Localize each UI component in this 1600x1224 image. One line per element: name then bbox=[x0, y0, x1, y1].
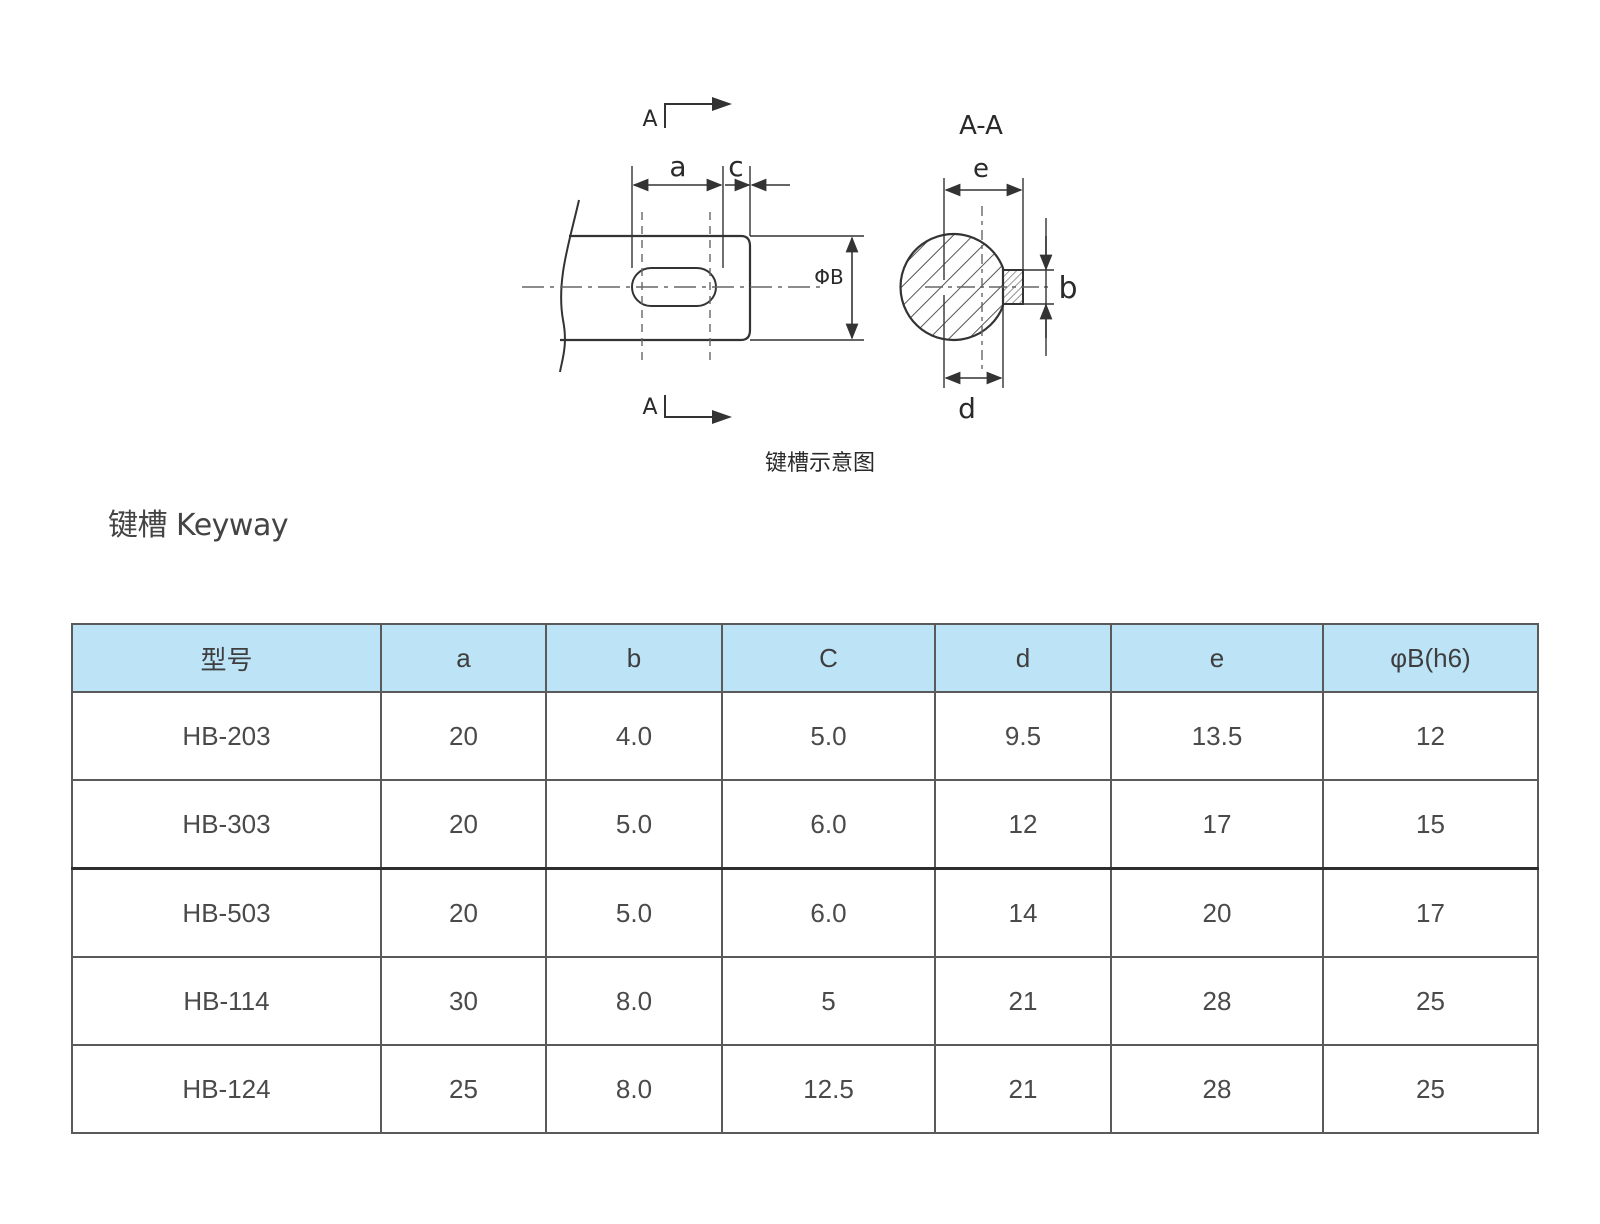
table-cell: 25 bbox=[380, 1044, 547, 1134]
table-cell: 20 bbox=[380, 779, 547, 870]
dim-label-a: a bbox=[669, 150, 686, 183]
table-cell: 5.0 bbox=[545, 779, 723, 870]
dim-label-e: e bbox=[973, 154, 989, 184]
table-cell: 5.0 bbox=[721, 691, 936, 781]
table-cell: 28 bbox=[1110, 956, 1324, 1046]
table-cell: 5 bbox=[721, 956, 936, 1046]
section-view: A-A bbox=[899, 111, 1050, 372]
dim-label-b: b bbox=[1058, 271, 1077, 306]
table-cell: 20 bbox=[380, 867, 547, 958]
table-cell: 25 bbox=[1322, 1044, 1539, 1134]
section-title: 键槽 Keyway bbox=[108, 508, 289, 543]
keyway-spec-table: 型号 a b C d e φB(h6) HB-203 20 4.0 5.0 9.… bbox=[71, 623, 1539, 1134]
table-row: HB-303 20 5.0 6.0 12 17 15 bbox=[71, 779, 1539, 870]
section-arrow-top: A bbox=[642, 97, 732, 132]
section-arrow-top-label: A bbox=[642, 107, 657, 132]
keyway-diagram: a c ΦB A A A-A e bbox=[522, 97, 1078, 476]
table-cell: 28 bbox=[1110, 1044, 1324, 1134]
table-row: HB-203 20 4.0 5.0 9.5 13.5 12 bbox=[71, 691, 1539, 781]
header-d: d bbox=[934, 623, 1112, 693]
table-cell: 5.0 bbox=[545, 867, 723, 958]
table-cell: 30 bbox=[380, 956, 547, 1046]
table-cell: 4.0 bbox=[545, 691, 723, 781]
dimension-phiB: ΦB bbox=[750, 235, 864, 341]
table-cell: 25 bbox=[1322, 956, 1539, 1046]
header-b: b bbox=[545, 623, 723, 693]
table-cell: 17 bbox=[1322, 867, 1539, 958]
dim-label-phiB: ΦB bbox=[814, 265, 843, 289]
header-phiB: φB(h6) bbox=[1322, 623, 1539, 693]
dimension-d: d bbox=[943, 295, 1004, 425]
table-cell: 14 bbox=[934, 867, 1112, 958]
table-cell: 12.5 bbox=[721, 1044, 936, 1134]
table-row: HB-124 25 8.0 12.5 21 28 25 bbox=[71, 1044, 1539, 1134]
table-cell: 13.5 bbox=[1110, 691, 1324, 781]
table-cell: 21 bbox=[934, 956, 1112, 1046]
table-cell: HB-203 bbox=[71, 691, 382, 781]
dim-label-c: c bbox=[728, 150, 743, 183]
table-cell: 20 bbox=[380, 691, 547, 781]
header-a: a bbox=[380, 623, 547, 693]
header-c: C bbox=[721, 623, 936, 693]
header-model: 型号 bbox=[71, 623, 382, 693]
table-header-row: 型号 a b C d e φB(h6) bbox=[71, 623, 1539, 693]
table-cell: HB-503 bbox=[71, 867, 382, 958]
table-cell: 21 bbox=[934, 1044, 1112, 1134]
table-cell: 6.0 bbox=[721, 867, 936, 958]
dim-label-d: d bbox=[958, 392, 976, 425]
table-cell: 17 bbox=[1110, 779, 1324, 870]
table-cell: 6.0 bbox=[721, 779, 936, 870]
table-cell: HB-124 bbox=[71, 1044, 382, 1134]
dimension-a-c: a c bbox=[631, 150, 790, 268]
table-cell: 8.0 bbox=[545, 956, 723, 1046]
table-cell: 8.0 bbox=[545, 1044, 723, 1134]
section-arrow-bottom: A bbox=[642, 395, 732, 424]
dimension-b: b bbox=[1023, 218, 1078, 356]
table-cell: 15 bbox=[1322, 779, 1539, 870]
table-cell: 12 bbox=[1322, 691, 1539, 781]
table-row: HB-503 20 5.0 6.0 14 20 17 bbox=[71, 867, 1539, 958]
keyway-spec-table-wrapper: 型号 a b C d e φB(h6) HB-203 20 4.0 5.0 9.… bbox=[71, 623, 1539, 1134]
section-arrow-bottom-label: A bbox=[642, 395, 657, 420]
dimension-e: e bbox=[943, 154, 1024, 280]
table-cell: HB-303 bbox=[71, 779, 382, 870]
shaft-side-view bbox=[522, 199, 820, 373]
header-e: e bbox=[1110, 623, 1324, 693]
diagram-caption: 键槽示意图 bbox=[765, 451, 875, 476]
section-title-label: A-A bbox=[959, 111, 1003, 141]
table-cell: HB-114 bbox=[71, 956, 382, 1046]
table-row: HB-114 30 8.0 5 21 28 25 bbox=[71, 956, 1539, 1046]
table-cell: 9.5 bbox=[934, 691, 1112, 781]
table-cell: 12 bbox=[934, 779, 1112, 870]
table-cell: 20 bbox=[1110, 867, 1324, 958]
